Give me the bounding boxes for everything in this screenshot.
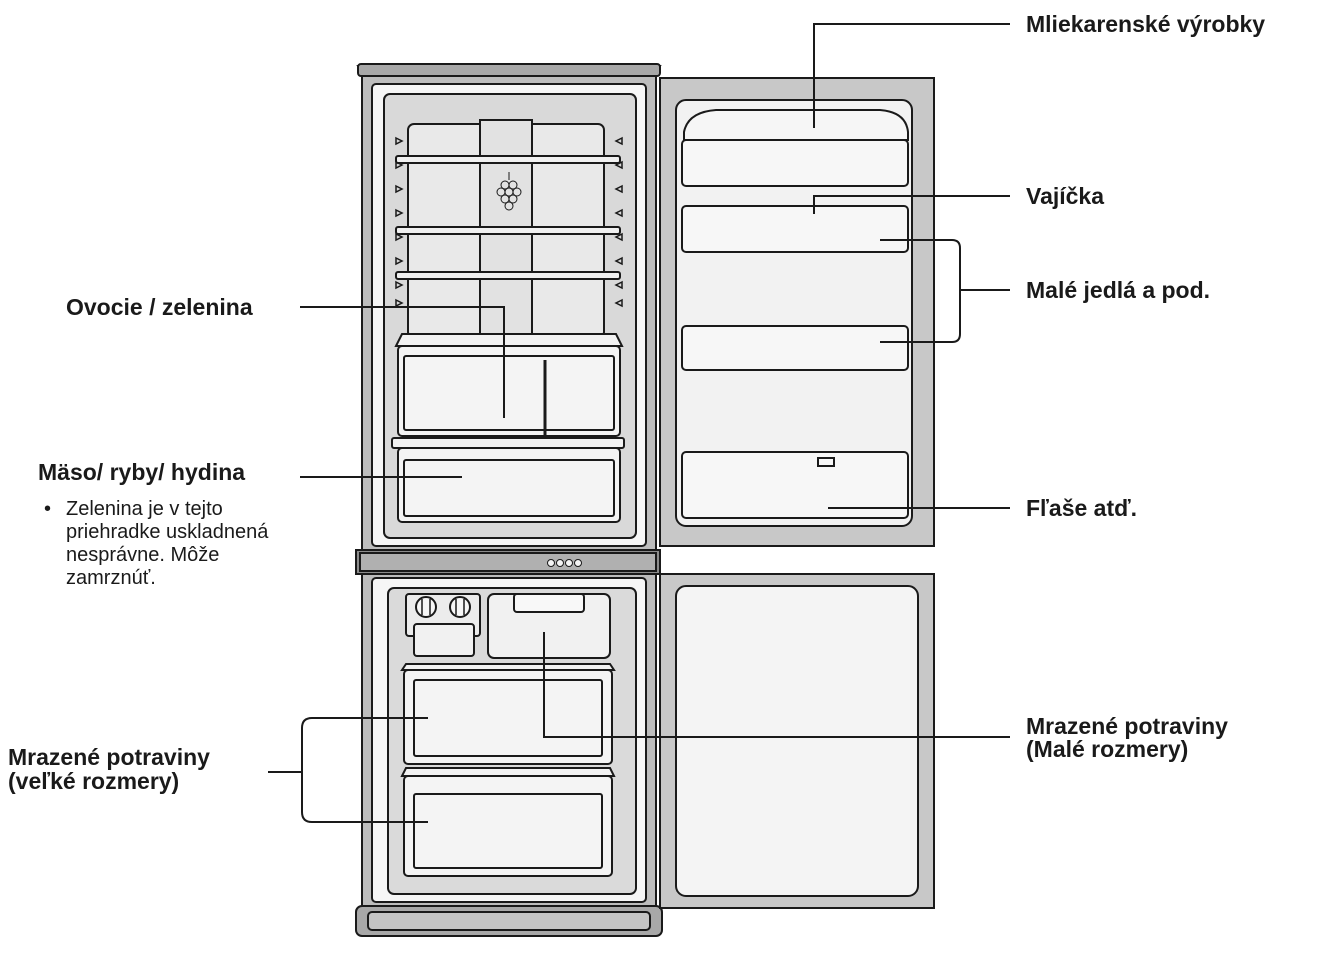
meat-drawer-inner	[403, 459, 615, 517]
label-frozen-small-2: (Malé rozmery)	[1026, 736, 1189, 762]
label-frozen-large-2: (veľké rozmery)	[8, 768, 180, 794]
leader-lines	[268, 23, 1010, 823]
shelf-3	[395, 271, 621, 280]
note-line-4: zamrznúť.	[66, 567, 156, 589]
label-fruit-veg: Ovocie / zelenina	[66, 294, 253, 320]
dairy-bin	[681, 139, 909, 187]
meat-drawer	[397, 447, 621, 523]
small-food-pocket	[681, 325, 909, 371]
leader-frozen-small	[543, 632, 1010, 738]
fruit-drawer	[397, 345, 621, 437]
label-meat-fish: Mäso/ ryby/ hydina	[38, 459, 246, 485]
control-buttons	[547, 559, 582, 567]
leader-fruit-veg	[300, 306, 505, 418]
label-small-food: Malé jedlá a pod.	[1026, 277, 1211, 303]
freezer-drawer-1	[403, 669, 613, 765]
fruit-drawer-inner	[403, 355, 615, 431]
leader-dairy	[813, 23, 1010, 128]
leader-small-food	[880, 239, 1010, 343]
freezer-door-liner	[675, 585, 919, 897]
dairy-lid	[683, 109, 909, 141]
leader-frozen-large	[268, 717, 428, 823]
label-eggs: Vajíčka	[1026, 183, 1105, 209]
meat-drawer-top	[391, 437, 625, 449]
bottle-pocket	[681, 451, 909, 519]
shelf-1	[395, 155, 621, 164]
ice-bin	[413, 623, 475, 657]
note-line-1: • Zelenina je v tejto	[44, 498, 223, 520]
top-trim	[357, 63, 661, 77]
label-frozen-large-1: Mrazené potraviny	[8, 744, 210, 770]
grape-icon	[496, 172, 522, 211]
ice-dial-left	[415, 596, 437, 618]
freezer-drawer-2	[403, 775, 613, 877]
label-frozen-small-1: Mrazené potraviny	[1026, 713, 1228, 739]
fruit-drawer-lid	[394, 333, 624, 347]
shelf-2	[395, 226, 621, 235]
leader-eggs	[813, 195, 1010, 214]
control-panel-inner	[359, 552, 657, 572]
note-text-1: Zelenina je v tejto	[66, 498, 223, 520]
label-dairy: Mliekarenské výrobky	[1026, 11, 1266, 37]
ice-dial-right	[449, 596, 471, 618]
note-line-2: priehradke uskladnená	[66, 521, 269, 543]
label-bottles: Fľaše atď.	[1026, 495, 1138, 521]
egg-rack	[681, 205, 909, 253]
note-bullet: •	[44, 498, 52, 520]
freezer-drawer-2-lid	[400, 767, 616, 777]
note-line-3: nesprávne. Môže	[66, 544, 220, 566]
